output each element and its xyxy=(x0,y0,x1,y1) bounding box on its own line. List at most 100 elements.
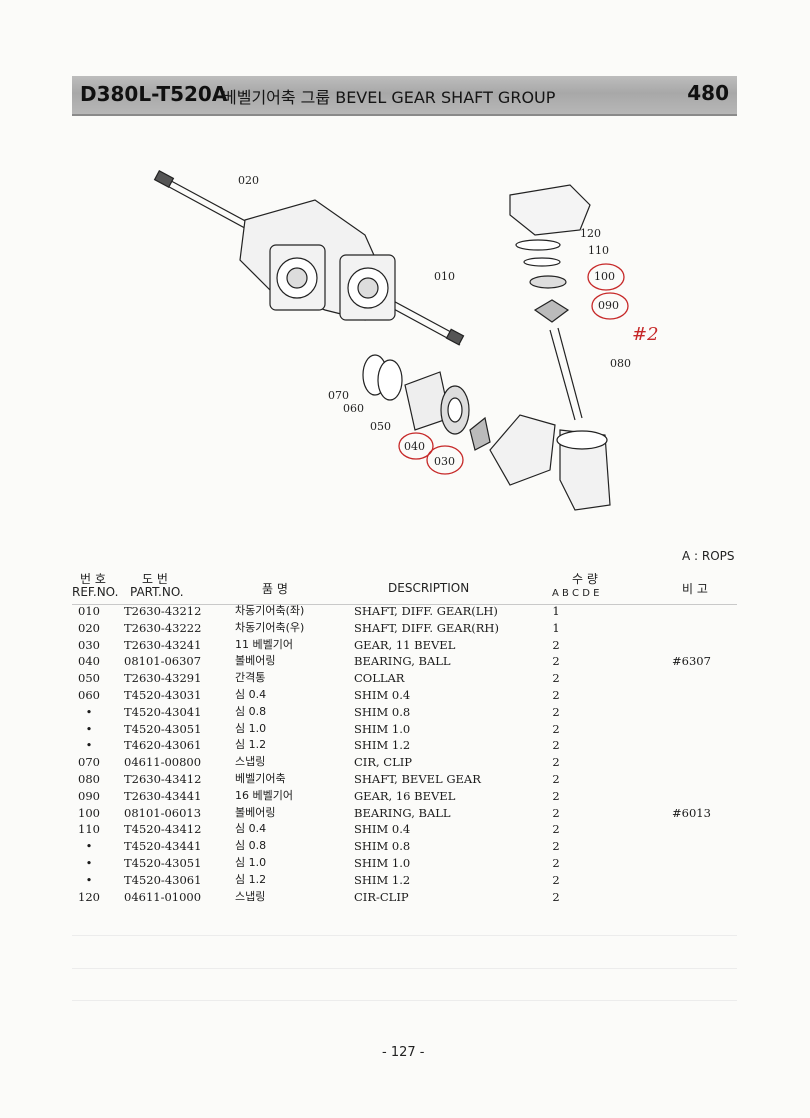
description: BEARING, BALL xyxy=(354,805,451,820)
part-no: 08101-06307 xyxy=(124,654,202,669)
part-no: 08101-06013 xyxy=(124,805,202,820)
quantity: 2 xyxy=(552,822,560,837)
korean-name: 베벨기어축 xyxy=(235,771,286,785)
quantity: 2 xyxy=(552,889,560,904)
ref-no: • xyxy=(85,839,93,854)
ref-no: 110 xyxy=(78,822,100,837)
ref-no: 040 xyxy=(78,654,100,669)
korean-name: 16 베벨기어 xyxy=(235,788,293,802)
part-no: T4520-43051 xyxy=(124,721,202,736)
part-no: T2630-43412 xyxy=(124,771,202,786)
legend-note: A : ROPS xyxy=(682,549,735,563)
ref-no: 020 xyxy=(78,620,100,635)
ref-no: • xyxy=(85,872,93,887)
header-qty-cols: A B C D E xyxy=(552,588,600,599)
description: SHAFT, DIFF. GEAR(LH) xyxy=(354,604,498,618)
description: SHIM 1.2 xyxy=(354,872,411,887)
header-name-kor: 품 명 xyxy=(262,582,288,596)
ref-no: • xyxy=(85,721,93,736)
quantity: 2 xyxy=(552,738,560,753)
ref-no: 120 xyxy=(78,889,100,904)
ref-no: • xyxy=(85,738,93,753)
ref-no: • xyxy=(85,855,93,870)
header-ref: REF.NO. xyxy=(72,585,119,599)
ref-no: 030 xyxy=(78,637,100,652)
upper-parts-stack xyxy=(509,184,591,323)
model-code: D380L-T520A xyxy=(80,82,228,106)
korean-name: 볼베어링 xyxy=(235,805,276,819)
handwritten-note: #2 xyxy=(632,324,659,345)
callout-120: 120 xyxy=(580,227,601,240)
header-qty-kor: 수 량 xyxy=(572,572,598,586)
callout-020: 020 xyxy=(238,174,259,187)
part-no: T4520-43041 xyxy=(124,704,202,719)
korean-name: 심 0.4 xyxy=(235,822,267,836)
korean-name: 심 0.4 xyxy=(235,687,267,701)
quantity: 2 xyxy=(552,721,560,736)
korean-name: 심 1.2 xyxy=(235,738,267,752)
blank-line xyxy=(72,968,737,969)
description: GEAR, 16 BEVEL xyxy=(354,788,456,803)
quantity: 2 xyxy=(552,687,560,702)
callout-010: 010 xyxy=(434,270,455,283)
part-no: T4520-43441 xyxy=(124,839,202,854)
bevel-gear-shaft-080 xyxy=(549,327,583,421)
quantity: 2 xyxy=(552,771,560,786)
ref-no: 090 xyxy=(78,788,100,803)
quantity: 2 xyxy=(552,788,560,803)
korean-name: 볼베어링 xyxy=(235,654,276,668)
blank-line xyxy=(72,1000,737,1001)
part-no: 04611-00800 xyxy=(124,755,202,770)
description: CIR, CLIP xyxy=(354,755,413,770)
quantity: 2 xyxy=(552,704,560,719)
part-no: T2630-43212 xyxy=(124,604,202,618)
quantity: 2 xyxy=(552,805,560,820)
collar-bearing-group xyxy=(362,354,491,451)
korean-name: 스냅링 xyxy=(235,889,266,903)
part-no: T2630-43441 xyxy=(124,788,202,803)
header-part-kor: 도 번 xyxy=(142,572,168,586)
ref-no: • xyxy=(85,704,93,719)
callout-040: 040 xyxy=(404,440,425,453)
parts-table-header: 번 호 REF.NO. 도 번 PART.NO. 품 명 DESCRIPTION… xyxy=(72,568,737,605)
quantity: 1 xyxy=(552,620,560,635)
callout-080: 080 xyxy=(610,357,631,370)
header-part: PART.NO. xyxy=(130,585,184,599)
korean-name: 심 0.8 xyxy=(235,704,267,718)
remarks: #6013 xyxy=(672,805,711,820)
description: GEAR, 11 BEVEL xyxy=(354,637,456,652)
quantity: 2 xyxy=(552,855,560,870)
handwritten-circles xyxy=(398,263,629,475)
korean-name: 간격통 xyxy=(235,671,266,685)
table-row: 090 T2630-43441 16 베벨기어 GEAR, 16 BEVEL 2 xyxy=(72,788,737,805)
description: CIR-CLIP xyxy=(354,889,409,904)
quantity: 2 xyxy=(552,755,560,770)
description: SHIM 0.8 xyxy=(354,839,411,854)
header-remarks-kor: 비 고 xyxy=(682,582,708,596)
table-row: • T4520-43041 심 0.8 SHIM 0.8 2 xyxy=(72,704,737,721)
callout-100: 100 xyxy=(594,270,615,283)
part-no: T4620-43061 xyxy=(124,738,202,753)
part-no: T4520-43031 xyxy=(124,687,202,702)
description: SHIM 0.8 xyxy=(354,704,411,719)
quantity: 1 xyxy=(552,604,560,618)
part-no: T2630-43241 xyxy=(124,637,202,652)
header-description: DESCRIPTION xyxy=(388,581,470,595)
callout-050: 050 xyxy=(370,420,391,433)
page-number: - 127 - xyxy=(382,1045,425,1060)
part-no: T4520-43061 xyxy=(124,872,202,887)
header-ref-kor: 번 호 xyxy=(80,572,106,586)
description: BEARING, BALL xyxy=(354,654,451,669)
quantity: 2 xyxy=(552,872,560,887)
exploded-parts-diagram: 020 010 120 110 100 090 080 070 060 050 … xyxy=(153,170,659,511)
description: SHIM 1.0 xyxy=(354,721,411,736)
